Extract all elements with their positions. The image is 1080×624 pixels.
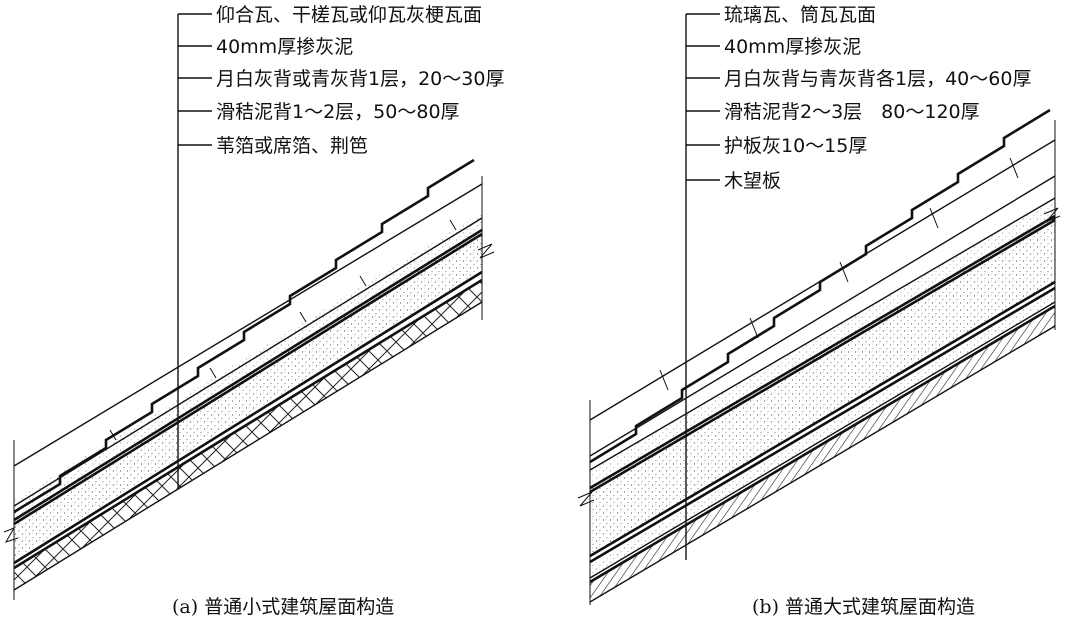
label-b-wood-board: 木望板 bbox=[724, 170, 781, 192]
label-b-glazed-tile: 琉璃瓦、筒瓦瓦面 bbox=[724, 4, 876, 26]
label-a-tile-surface: 仰合瓦、干槎瓦或仰瓦灰梗瓦面 bbox=[216, 4, 482, 26]
labels-b: 琉璃瓦、筒瓦瓦面 40mm厚掺灰泥 月白灰背与青灰背各1层，40～60厚 滑秸泥… bbox=[724, 4, 1031, 192]
label-b-lime-back: 月白灰背与青灰背各1层，40～60厚 bbox=[724, 68, 1031, 90]
wood-board-layer-b bbox=[590, 306, 1055, 602]
label-b-board-plaster: 护板灰10～15厚 bbox=[724, 135, 867, 157]
leaders-a bbox=[177, 13, 212, 488]
label-a-straw-mud: 滑秸泥背1～2层，50～80厚 bbox=[216, 101, 460, 123]
caption-a: (a) 普通小式建筑屋面构造 bbox=[172, 596, 394, 618]
diagram-b: 琉璃瓦、筒瓦瓦面 40mm厚掺灰泥 月白灰背与青灰背各1层，40～60厚 滑秸泥… bbox=[577, 4, 1061, 618]
diagram-a-layers bbox=[3, 158, 495, 600]
labels-a: 仰合瓦、干槎瓦或仰瓦灰梗瓦面 40mm厚掺灰泥 月白灰背或青灰背1层，20～30… bbox=[216, 4, 504, 157]
diagram-a: 仰合瓦、干槎瓦或仰瓦灰梗瓦面 40mm厚掺灰泥 月白灰背或青灰背1层，20～30… bbox=[3, 4, 504, 618]
label-a-lime-mud: 40mm厚掺灰泥 bbox=[216, 36, 353, 58]
mortar-layer-a bbox=[14, 212, 482, 520]
diagram-b-layers bbox=[577, 108, 1061, 605]
label-b-straw-mud: 滑秸泥背2～3层 80～120厚 bbox=[724, 101, 980, 123]
mortar-layer-b bbox=[590, 198, 1055, 488]
label-b-lime-mud: 40mm厚掺灰泥 bbox=[724, 36, 861, 58]
mud-layer-a bbox=[14, 230, 482, 560]
tile-steps-b bbox=[589, 108, 1051, 464]
mud-layer-b bbox=[590, 216, 1055, 556]
tile-steps-a bbox=[13, 158, 475, 514]
label-a-lime-back: 月白灰背或青灰背1层，20～30厚 bbox=[216, 68, 504, 90]
board-plaster-b bbox=[590, 290, 1055, 578]
reed-mat-layer-a bbox=[14, 280, 482, 590]
leaders-b bbox=[685, 13, 720, 560]
label-a-reed-mat: 苇箔或席箔、荆笆 bbox=[216, 135, 368, 157]
caption-b: (b) 普通大式建筑屋面构造 bbox=[752, 596, 975, 618]
